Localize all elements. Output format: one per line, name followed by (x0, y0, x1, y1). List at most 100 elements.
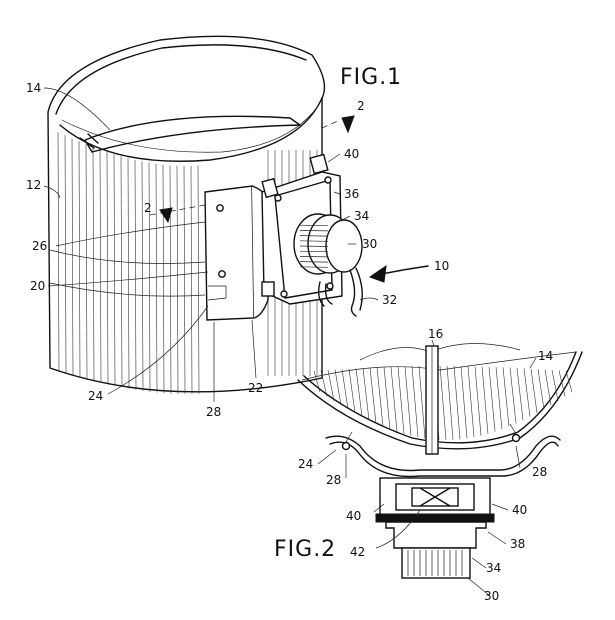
hatch-line (299, 240, 329, 242)
fig1-title: FIG.1 (340, 65, 402, 90)
hatch-line (474, 366, 482, 436)
hatch-line (453, 366, 461, 440)
hatch-line (376, 367, 384, 427)
hatch-line (92, 146, 95, 381)
hatch-line (106, 151, 109, 385)
fig2-bracket (325, 423, 561, 478)
hatch-line (369, 367, 377, 424)
hatch-line (299, 230, 329, 232)
fig2-leader-lines (317, 339, 537, 597)
hatch-line (460, 366, 468, 439)
hatch-line (299, 266, 329, 268)
hatch-line (502, 367, 510, 427)
hatch-line (99, 149, 102, 383)
fig2-duct-wall (297, 343, 583, 450)
hatch-line (509, 367, 517, 424)
hatch-line (488, 366, 496, 432)
hatch-line (362, 368, 370, 421)
hatch-line (113, 154, 116, 386)
hatch-line (411, 366, 419, 438)
hatch-line (341, 369, 349, 410)
hatch-line (397, 366, 405, 434)
fig1-label-32: 32 (382, 293, 397, 307)
fig1-label-24: 24 (88, 389, 103, 403)
hatch-line (148, 162, 151, 392)
fig2-label-38: 38 (510, 537, 525, 551)
fig2-section-view: FIG.2 16 14 24 28 28 40 40 42 38 34 30 (274, 327, 583, 603)
hatch-line (71, 138, 74, 376)
fig1-label-22: 22 (248, 381, 263, 395)
hatch-line (523, 368, 531, 417)
hatch-line (355, 368, 363, 417)
fig2-label-42: 42 (350, 545, 365, 559)
hatch-line (127, 158, 130, 389)
fig2-blade-hatching (313, 365, 573, 441)
fig2-label-24: 24 (298, 457, 313, 471)
hatch-line (155, 163, 158, 393)
hatch-line (383, 367, 391, 430)
hatch-line (544, 369, 552, 406)
hatch-line (551, 369, 559, 401)
hatch-line (320, 370, 328, 397)
hatch-line (299, 261, 329, 263)
hatch-line (299, 224, 329, 227)
fig1-mounting-bracket (204, 185, 269, 321)
fig1-label-34: 34 (354, 209, 369, 223)
fig1-knob-ribs (299, 224, 329, 268)
fig1-label-10: 10 (434, 259, 449, 273)
fig1-label-14: 14 (26, 81, 41, 95)
fig2-label-28-right: 28 (532, 465, 547, 479)
fig1-label-20: 20 (30, 279, 45, 293)
fig2-actuator-section (375, 477, 495, 579)
hatch-line (418, 366, 426, 439)
fig1-label-36: 36 (344, 187, 359, 201)
hatch-line (85, 144, 88, 379)
fig1-label-2-left: 2 (144, 201, 152, 215)
hatch-line (390, 366, 398, 432)
hatch-line (530, 368, 538, 414)
hatch-line (495, 367, 503, 430)
hatch-line (327, 369, 335, 401)
hatch-line (299, 235, 329, 237)
hatch-line (57, 132, 60, 371)
hatch-line (141, 161, 144, 391)
fig1-label-40: 40 (344, 147, 359, 161)
hatch-line (190, 165, 193, 394)
hatch-line (162, 164, 165, 394)
hatch-line (64, 135, 67, 374)
hatch-line (516, 368, 524, 421)
hatch-line (481, 366, 489, 434)
fig2-label-16: 16 (428, 327, 443, 341)
hatch-line (467, 366, 475, 438)
hatch-line (134, 159, 137, 390)
fig1-label-26: 26 (32, 239, 47, 253)
fig2-title: FIG.2 (274, 537, 336, 562)
fig2-label-34: 34 (486, 561, 501, 575)
hatch-line (439, 365, 447, 441)
hatch-line (197, 165, 200, 394)
hatch-line (299, 250, 329, 253)
fig2-label-14: 14 (538, 349, 553, 363)
hatch-line (446, 365, 454, 440)
hatch-line (176, 165, 179, 394)
fig1-leader-lines (43, 87, 429, 402)
hatch-line (299, 256, 329, 258)
hatch-line (404, 366, 412, 436)
fig2-label-28-left: 28 (326, 473, 341, 487)
hatch-line (169, 165, 172, 394)
hatch-line (348, 368, 356, 414)
fig2-motor-ribs (407, 550, 463, 576)
fig1-label-30: 30 (362, 237, 377, 251)
fig2-label-40-right: 40 (512, 503, 527, 517)
fig1-section-line (149, 115, 355, 224)
fig1-damper-blade (79, 115, 301, 153)
fig1-motor-knob (293, 213, 363, 317)
fig1-label-12: 12 (26, 178, 41, 192)
hatch-line (334, 369, 342, 406)
hatch-line (120, 156, 123, 388)
fig1-duct-assembly: FIG.1 14 2 12 40 36 2 34 26 30 10 20 32 … (26, 35, 449, 419)
hatch-line (299, 245, 329, 247)
fig1-label-2-top: 2 (357, 99, 365, 113)
